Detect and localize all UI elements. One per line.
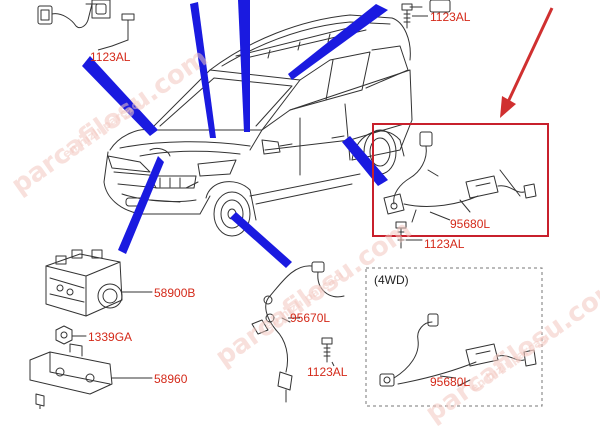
part-label: 95680L	[430, 375, 471, 389]
rear-sensor-drawing	[383, 131, 537, 223]
pointer-6	[118, 156, 164, 254]
pointer-7	[230, 212, 292, 268]
highlight-arrow	[500, 7, 554, 118]
highlight-box	[372, 123, 549, 237]
bottom-bolt-drawing	[321, 337, 333, 363]
part-label: 1123AL	[307, 365, 348, 379]
pointer-4	[288, 4, 388, 80]
parts-diagram: parcafilosu.com en hızlı parçacı parcafi…	[6, 0, 600, 429]
part-label: 95680L	[450, 217, 491, 231]
leader-lines	[97, 15, 457, 379]
pointer-2	[190, 2, 216, 138]
diagram-canvas	[29, 0, 554, 410]
part-label: 58960	[154, 372, 188, 386]
pointer-5	[342, 136, 388, 186]
vehicle-drawing	[103, 14, 413, 237]
part-label: 1123AL	[424, 237, 465, 251]
bracket-drawing	[29, 343, 153, 410]
location-pointers	[82, 0, 388, 268]
nut-drawing	[55, 325, 87, 345]
part-label: 1339GA	[88, 330, 133, 344]
abs-module-drawing	[45, 249, 153, 317]
top-left-sensor-drawing	[37, 0, 135, 47]
pointer-1	[82, 56, 158, 136]
pointer-3	[238, 0, 250, 132]
part-label: 58900B	[154, 286, 196, 300]
front-sensor-drawing	[251, 261, 345, 403]
top-right-bolt-drawing	[401, 0, 451, 29]
part-label: 1123AL	[90, 50, 131, 64]
4wd-dashed-box	[365, 267, 543, 407]
part-label: 95670L	[290, 311, 331, 325]
part-label: 1123AL	[430, 10, 471, 24]
4wd-box-label: (4WD)	[374, 273, 409, 287]
4wd-sensor-drawing	[379, 313, 537, 387]
mid-bolt-drawing	[395, 221, 423, 249]
